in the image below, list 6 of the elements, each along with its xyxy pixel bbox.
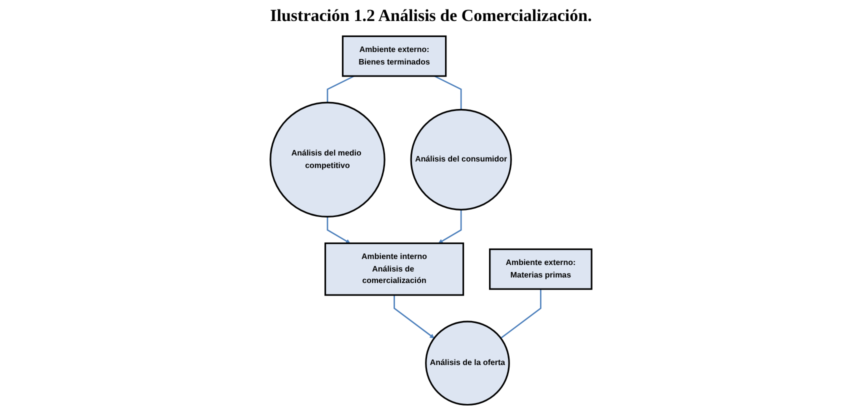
connector [500, 289, 542, 339]
connector [326, 75, 354, 103]
arrow [438, 210, 462, 244]
arrow [394, 295, 434, 338]
arrow [326, 216, 350, 244]
diagram-title: Ilustración 1.2 Análisis de Comercialización. [270, 6, 592, 26]
